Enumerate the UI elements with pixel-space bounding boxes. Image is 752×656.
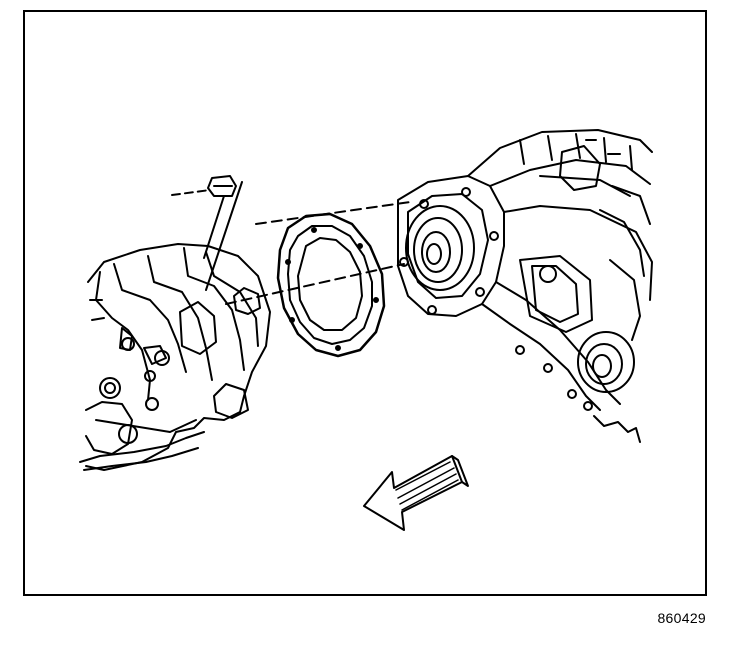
figure-number: 860429 — [657, 610, 706, 626]
alignment-line — [225, 263, 405, 305]
arrow-icon — [363, 455, 469, 531]
gasket-icon — [276, 212, 386, 358]
transfer-case-icon — [397, 129, 653, 443]
diagram-frame — [23, 10, 707, 596]
alignment-line-upper — [255, 201, 411, 225]
transmission-housing-icon — [79, 243, 271, 471]
bolt-icon — [171, 175, 243, 291]
